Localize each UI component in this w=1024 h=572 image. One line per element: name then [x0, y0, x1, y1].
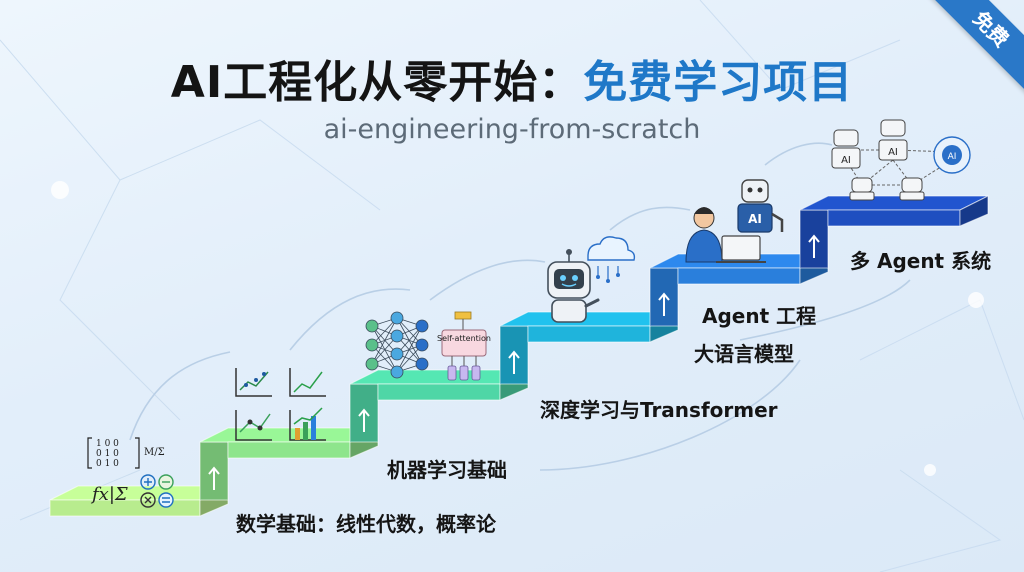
- step-up-arrow-4: [508, 350, 520, 374]
- step-up-arrow-2: [208, 466, 220, 490]
- flow-arrow-2: [289, 288, 411, 351]
- matrix-row-3: 0 1 0: [96, 459, 119, 469]
- flow-arrow-1: [129, 351, 231, 441]
- charts-icon: [235, 368, 326, 441]
- matrix-and-formula-icon: 1 0 0 0 1 0 0 1 0 M/Σ fx|Σ: [87, 437, 174, 508]
- nn-edge: [371, 325, 398, 373]
- step-up-arrow-5: [658, 292, 670, 316]
- flow-arrow-6: [539, 359, 801, 471]
- agent-ai-chip: AI: [748, 212, 762, 226]
- formula-glyph: fx|Σ: [90, 484, 128, 505]
- svg-text:AI: AI: [841, 155, 851, 166]
- self-attention-icon: Self-attention: [437, 311, 491, 381]
- nn-edge: [396, 325, 423, 373]
- agent-node-2: AI: [878, 119, 908, 161]
- step-label-ml: 机器学习基础: [387, 458, 507, 482]
- page-title: AI工程化从零开始：免费学习项目: [0, 46, 1024, 110]
- flow-arrow-3: [429, 259, 546, 301]
- step-label-llm: 大语言模型: [694, 342, 794, 366]
- page-subtitle: ai-engineering-from-scratch: [323, 114, 701, 145]
- multi-agent-network-icon: AI AI AI: [831, 119, 971, 201]
- step-up-arrow-3: [358, 408, 370, 432]
- agent-engineering-icon: AI: [685, 179, 784, 263]
- agent-node-3: AI: [933, 136, 971, 174]
- neural-network-icon: [365, 311, 429, 379]
- title-accent: 免费学习项目: [583, 57, 854, 108]
- nn-edge: [371, 317, 398, 365]
- matrix-row-2: 0 1 0: [96, 449, 119, 459]
- flow-arrow-7: [739, 279, 911, 341]
- self-attention-label: Self-attention: [437, 334, 491, 343]
- flow-arrow-5: [764, 142, 833, 166]
- svg-text:AI: AI: [888, 147, 898, 158]
- summation-glyph: M/Σ: [144, 447, 165, 458]
- title-main: AI工程化从零开始：: [170, 57, 584, 108]
- matrix-row-1: 1 0 0: [96, 439, 119, 449]
- step-up-arrow-6: [808, 234, 820, 258]
- svg-text:AI: AI: [948, 152, 957, 162]
- robot-cloud-icon: [547, 236, 636, 323]
- step-label-dl: 深度学习与Transformer: [540, 398, 778, 422]
- step-label-agent: Agent 工程: [702, 304, 817, 328]
- step-label-multi-agent: 多 Agent 系统: [850, 249, 992, 273]
- flow-arrow-4: [609, 206, 691, 231]
- step-side-6: [959, 195, 989, 227]
- nn-edge: [396, 317, 423, 365]
- agent-node-1: AI: [831, 129, 861, 169]
- step-label-math: 数学基础：线性代数，概率论: [236, 512, 496, 536]
